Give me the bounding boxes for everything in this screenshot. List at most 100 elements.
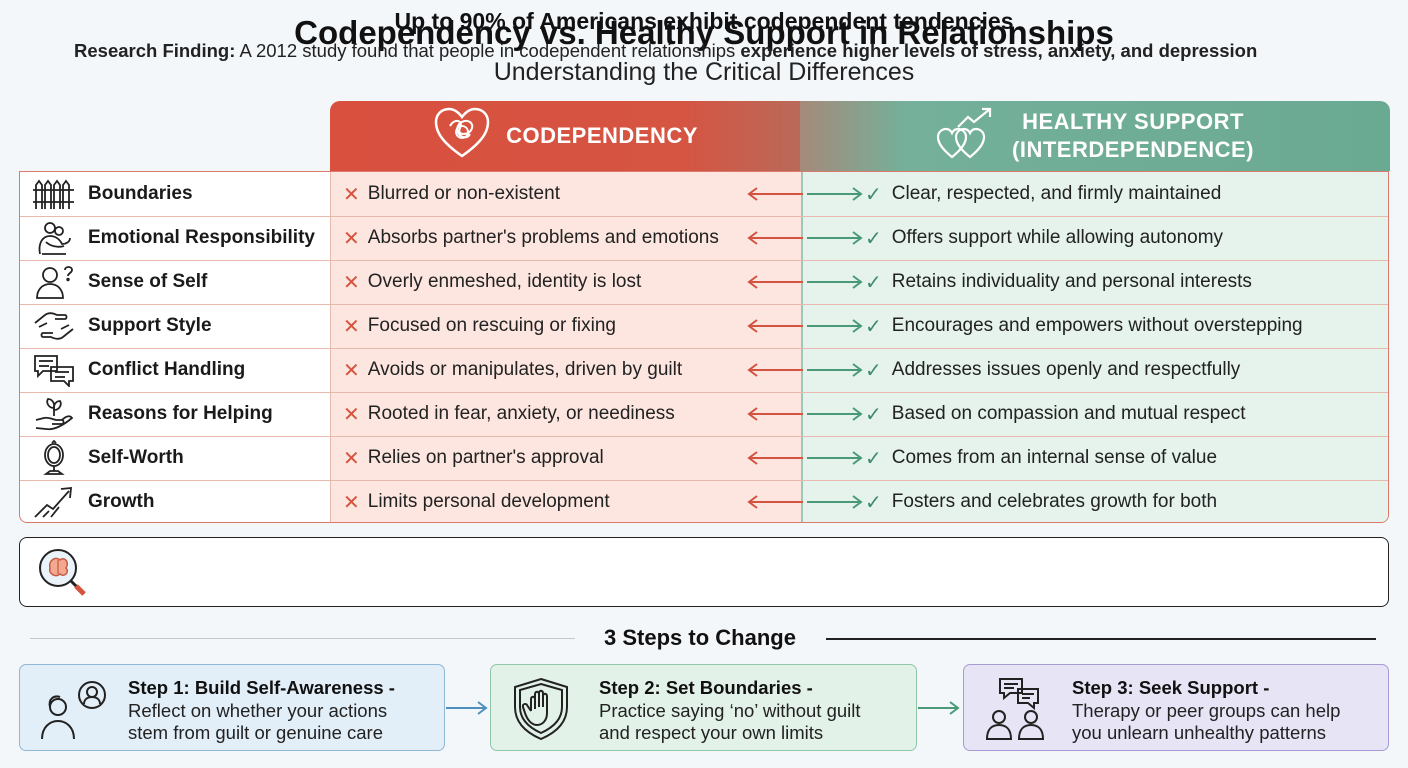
codependency-text: Overly enmeshed, identity is lost — [367, 271, 642, 292]
table-row: Reasons for Helping ✕Rooted in fear, anx… — [20, 392, 1388, 437]
step-card-3: Step 3: Seek Support - Therapy or peer g… — [963, 664, 1389, 751]
row-label: Boundaries — [88, 183, 193, 204]
row-label-cell: Emotional Responsibility — [20, 216, 331, 260]
linked-hearts-growth-icon — [936, 105, 998, 168]
brain-magnifier-icon — [39, 549, 86, 596]
codependency-text: Limits personal development — [367, 491, 610, 512]
cross-icon: ✕ — [343, 315, 360, 338]
row-label: Sense of Self — [88, 271, 208, 292]
healthy-cell: ✓Fosters and celebrates growth for both — [801, 480, 1388, 522]
row-label: Reasons for Helping — [88, 403, 273, 424]
support-group-icon — [985, 678, 1045, 740]
codependency-column-bg — [331, 172, 801, 522]
row-label-cell: Sense of Self — [20, 260, 331, 304]
codependency-text: Blurred or non-existent — [367, 183, 560, 204]
check-icon: ✓ — [865, 315, 882, 338]
check-icon: ✓ — [865, 183, 882, 206]
codependency-text: Avoids or manipulates, driven by guilt — [367, 359, 683, 380]
growth-arrow-icon — [32, 484, 76, 520]
healthy-cell: ✓ Encourages and empowers without overste… — [801, 304, 1388, 348]
healthy-text: Retains individuality and personal inter… — [891, 271, 1252, 292]
healthy-header-line2: (INTERDEPENDENCE) — [1012, 137, 1254, 162]
table-row: Boundaries ✕Blurred or non-existent ✓ Cle… — [20, 172, 1388, 217]
cross-icon: ✕ — [343, 491, 360, 514]
step-text-line2: stem from guilt or genuine care — [128, 722, 384, 743]
cross-icon: ✕ — [343, 359, 360, 382]
healthy-header-line1: HEALTHY SUPPORT — [1022, 109, 1244, 134]
step-text-line1: Reflect on whether your actions — [128, 700, 388, 721]
codependency-cell: ✕Blurred or non-existent — [331, 172, 801, 216]
page-subtitle: Understanding the Critical Differences — [493, 58, 915, 86]
stat-emphasis: experience higher levels of stress, anxi… — [740, 40, 1258, 61]
plant-hand-icon — [32, 396, 76, 432]
research-finding-box — [19, 537, 1389, 607]
codependency-cell: ✕ Relies on partner's approval — [331, 436, 801, 480]
hug-icon — [32, 220, 76, 256]
row-label: Conflict Handling — [88, 359, 246, 380]
healthy-text: Based on compassion and mutual respect — [891, 403, 1246, 424]
table-row: Growth ✕ Limits personal development ✓Fos… — [20, 480, 1388, 522]
codependency-cell: ✕ Limits personal development — [331, 480, 801, 522]
shield-hand-icon — [514, 677, 568, 741]
cross-icon: ✕ — [343, 447, 360, 470]
healthy-text: Comes from an internal sense of value — [891, 447, 1218, 468]
cross-icon: ✕ — [343, 227, 360, 250]
row-label: Self-Worth — [88, 447, 184, 468]
healthy-cell: ✓ Retains individuality and personal inte… — [801, 260, 1388, 304]
fence-icon — [32, 176, 76, 212]
healthy-cell: ✓Offers support while allowing autonomy — [801, 216, 1388, 260]
stat-label: Research Finding: — [74, 40, 236, 61]
person-question-icon — [32, 264, 76, 300]
tangled-heart-icon — [432, 106, 492, 166]
healthy-cell: ✓ Clear, respected, and firmly maintained — [801, 172, 1388, 216]
check-icon: ✓ — [865, 227, 882, 250]
codependency-header-label: CODEPENDENCY — [506, 123, 698, 148]
healthy-text: Addresses issues openly and respectfully — [891, 359, 1241, 380]
helping-hands-icon — [32, 308, 76, 344]
double-arrow-icon — [747, 363, 863, 377]
step-text-line1: Practice saying ‘no’ without guilt — [599, 700, 861, 721]
check-icon: ✓ — [865, 491, 882, 514]
healthy-header-label: HEALTHY SUPPORT (INTERDEPENDENCE) — [1012, 108, 1254, 164]
check-icon: ✓ — [865, 271, 882, 294]
healthy-column-bg — [801, 172, 1388, 522]
healthy-support-column-header: HEALTHY SUPPORT (INTERDEPENDENCE) — [800, 101, 1390, 171]
codependency-cell: ✕ Avoids or manipulates, driven by guilt — [331, 348, 801, 392]
codependency-cell: ✕Rooted in fear, anxiety, or neediness — [331, 392, 801, 436]
codependency-cell: ✕Overly enmeshed, identity is lost — [331, 260, 801, 304]
table-row: Conflict Handling ✕ Avoids or manipulates… — [20, 348, 1388, 393]
double-arrow-icon — [747, 407, 863, 421]
codependency-cell: ✕ Focused on rescuing or fixing — [331, 304, 801, 348]
mirror-icon — [32, 440, 76, 476]
row-label: Support Style — [88, 315, 212, 336]
table-row: Sense of Self ✕Overly enmeshed, identity… — [20, 260, 1388, 305]
cross-icon: ✕ — [343, 403, 360, 426]
double-arrow-icon — [747, 187, 863, 201]
step-title: Step 2: Set Boundaries - — [599, 677, 813, 698]
healthy-text: Encourages and empowers without overstep… — [891, 315, 1303, 336]
chat-bubbles-icon — [32, 352, 76, 388]
comparison-table: Boundaries ✕Blurred or non-existent ✓Cle… — [19, 171, 1389, 523]
codependency-column-header: CODEPENDENCY — [330, 101, 800, 171]
table-row: Emotional Responsibility ✕ Absorbs partne… — [20, 216, 1388, 261]
row-label-cell: Growth — [20, 480, 331, 522]
row-label-cell: Boundaries — [20, 172, 331, 216]
double-arrow-icon — [747, 275, 863, 289]
healthy-text: Clear, respected, and firmly maintained — [891, 183, 1222, 204]
divider-line — [826, 638, 1376, 640]
row-label: Growth — [88, 491, 155, 512]
row-label-cell: Support Style — [20, 304, 331, 348]
table-row: Self-Worth ✕ Relies on partner's approval… — [20, 436, 1388, 481]
step-text-line2: you unlearn unhealthy patterns — [1072, 722, 1327, 743]
codependency-text: Focused on rescuing or fixing — [367, 315, 616, 336]
check-icon: ✓ — [865, 447, 882, 470]
step-arrow-icon — [918, 701, 960, 715]
stat-detail: Research Finding: A 2012 study found tha… — [74, 40, 1257, 62]
codependency-text: Relies on partner's approval — [367, 447, 604, 468]
step-title: Step 1: Build Self-Awareness - — [128, 677, 395, 698]
table-row: Support Style ✕ Focused on rescuing or fi… — [20, 304, 1388, 349]
stat-text: A 2012 study found that people in codepe… — [235, 40, 741, 61]
codependency-text: Absorbs partner's problems and emotions — [367, 227, 719, 248]
check-icon: ✓ — [865, 403, 882, 426]
step-text-line2: and respect your own limits — [599, 722, 824, 743]
